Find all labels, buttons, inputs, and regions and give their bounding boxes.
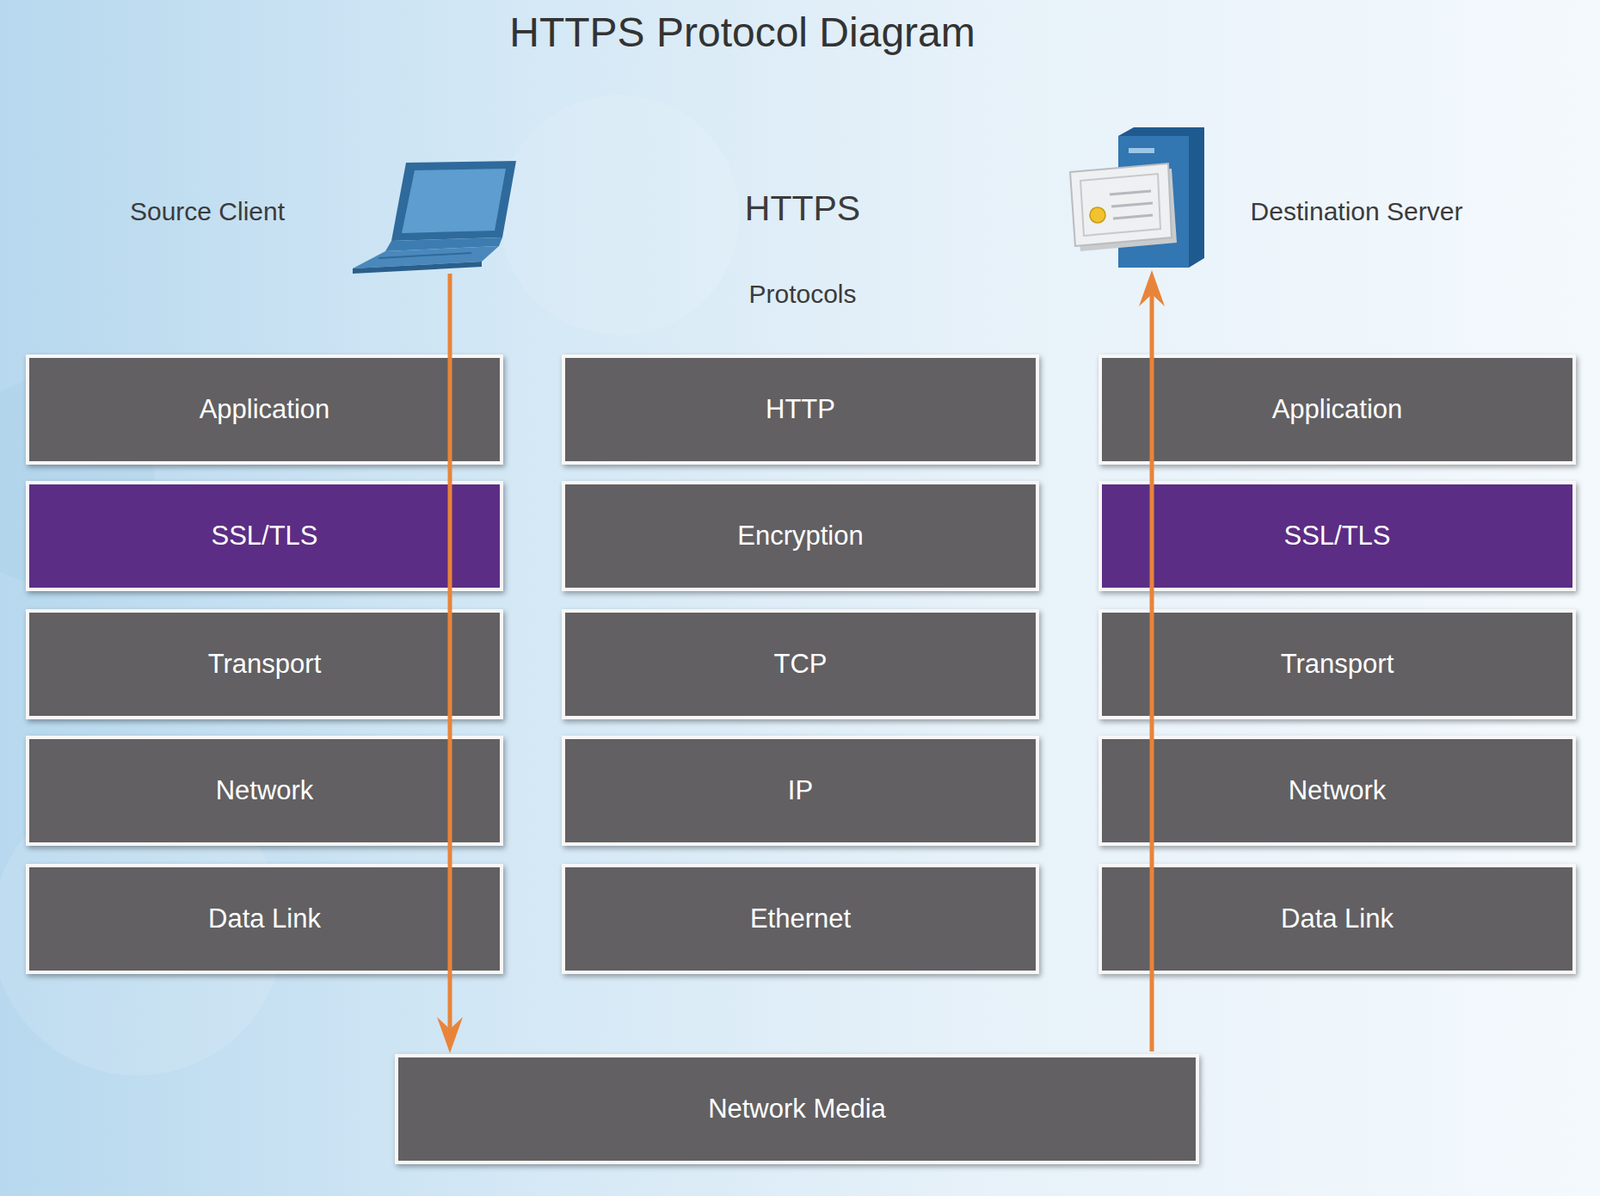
layer-box: Transport <box>25 609 504 720</box>
layer-box: TCP <box>561 609 1040 720</box>
layer-name: IP <box>787 775 813 807</box>
laptop-screen-frame <box>391 160 517 241</box>
server-icon <box>1070 127 1205 268</box>
caption-label: Protocols <box>748 279 856 309</box>
layer-box: SSL/TLS <box>1098 480 1576 591</box>
flow-arrow-head <box>436 1016 463 1053</box>
layer-box: Application <box>1098 354 1576 465</box>
layer-box: HTTP <box>561 354 1040 465</box>
layer-name: Data Link <box>208 903 321 935</box>
certificate <box>1070 163 1172 247</box>
layer-box: Encryption <box>561 480 1040 591</box>
layer-name: SSL/TLS <box>210 520 318 552</box>
layer-name: Ethernet <box>750 903 851 935</box>
layer-name: TCP <box>774 648 828 680</box>
layer-box: Transport <box>1098 609 1576 720</box>
layer-name: Network Media <box>707 1093 887 1125</box>
flow-arrow-line <box>1150 283 1155 1052</box>
layer-name: Application <box>1272 393 1404 425</box>
server-slot <box>1128 147 1155 154</box>
layer-box: Ethernet <box>561 863 1040 974</box>
layer-box: IP <box>561 735 1040 846</box>
flow-arrow-head <box>1138 270 1165 307</box>
flow-arrow-line <box>448 273 453 1041</box>
caption-label: HTTPS <box>744 188 861 229</box>
caption-label: Destination Server <box>1250 196 1464 227</box>
layer-box: SSL/TLS <box>25 480 504 591</box>
layer-name: Data Link <box>1280 903 1394 935</box>
background-circle <box>498 94 740 336</box>
certificate-line <box>1109 190 1151 195</box>
laptop-keys <box>378 252 472 259</box>
laptop-screen <box>401 168 506 234</box>
layer-name: HTTP <box>765 393 836 425</box>
media-box: Network Media <box>394 1053 1200 1164</box>
certificate-line <box>1111 203 1153 207</box>
layer-box: Network <box>1098 735 1576 846</box>
layer-box: Network <box>25 735 504 846</box>
laptop-icon <box>352 160 517 274</box>
caption-label: Source Client <box>129 196 285 227</box>
layer-name: SSL/TLS <box>1283 520 1391 552</box>
layer-name: Application <box>199 393 331 425</box>
layer-name: Encryption <box>737 520 863 552</box>
certificate-line <box>1113 215 1153 219</box>
layer-box: Application <box>25 354 504 465</box>
layer-name: Network <box>1288 775 1387 807</box>
layer-name: Network <box>215 775 314 807</box>
laptop-base <box>352 261 482 274</box>
certificate-seal <box>1089 207 1106 223</box>
layer-box: Data Link <box>1098 863 1576 974</box>
diagram-title: HTTPS Protocol Diagram <box>509 8 975 56</box>
layer-name: Transport <box>208 648 322 680</box>
layer-name: Transport <box>1280 648 1395 680</box>
layer-box: Data Link <box>25 863 504 974</box>
certificate-border <box>1080 173 1161 236</box>
